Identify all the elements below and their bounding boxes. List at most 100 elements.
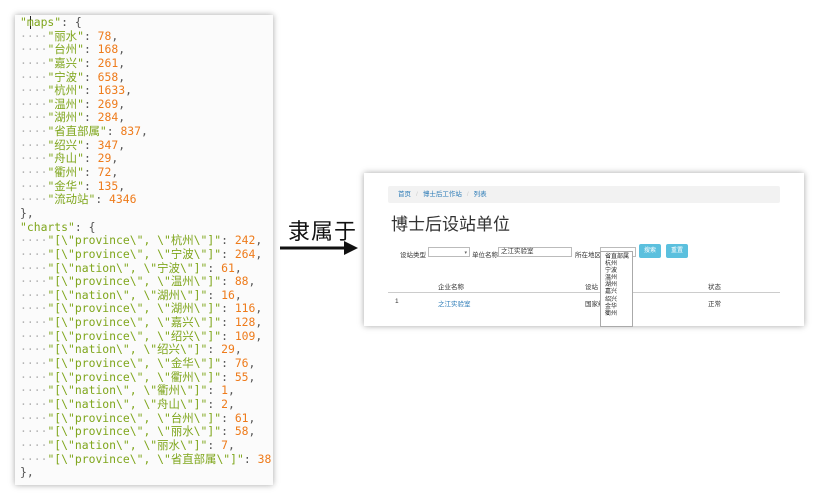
region-dropdown-list[interactable]: 省直部属 杭州 宁波 温州 湖州 嘉兴 绍兴 金华 衢州 [600,251,633,327]
reset-button[interactable]: 重置 [666,244,688,258]
breadcrumb-home[interactable]: 首页 [398,191,411,198]
json-number: 88 [234,274,249,289]
json-punctuation: , [118,110,126,125]
json-punctuation: : [207,383,222,398]
arrow-label: 隶属于 [288,220,358,245]
name-input[interactable]: 之江实验室 [498,247,572,257]
search-button[interactable]: 搜索 [639,244,661,258]
code-line: ····"[\"province\", \"省直部属\"]": 38 [20,451,273,467]
whitespace-marker: ···· [20,110,48,125]
dropdown-option[interactable]: 衢州 [605,310,618,317]
json-punctuation: : [83,96,98,111]
whitespace-marker: ···· [20,260,48,275]
whitespace-marker: ···· [20,69,48,84]
code-line: ····"宁波": 658, [20,69,273,85]
whitespace-marker: ···· [20,233,48,248]
json-key: "maps" [20,15,62,29]
whitespace-marker: ···· [20,437,48,452]
dropdown-option[interactable]: 湖州 [605,282,618,289]
json-number: 261 [97,55,119,70]
json-number: 1 [221,383,228,398]
json-number: 2 [221,396,228,411]
whitespace-marker: ···· [20,246,48,261]
breadcrumb-separator: / [416,191,418,198]
json-key: "绍兴" [47,137,84,152]
whitespace-marker: ···· [20,42,48,57]
json-key: "[\"province\", \"温州\"]" [47,274,222,289]
whitespace-marker: ···· [20,274,48,289]
json-punctuation: : [221,328,235,343]
json-key: "舟山" [47,151,84,166]
json-key: "[\"nation\", \"湖州\"]" [47,287,208,302]
whitespace-marker: ···· [20,410,48,425]
json-key: "[\"nation\", \"丽水\"]" [47,437,208,452]
dropdown-option[interactable]: 省直部属 [605,254,630,260]
dropdown-option[interactable]: 金华 [605,303,618,310]
column-header: 企业名称 [438,284,464,291]
whitespace-marker: ···· [20,28,48,43]
json-number: 658 [97,69,119,84]
dropdown-option[interactable]: 杭州 [605,261,618,268]
json-key: "台州" [47,42,84,57]
whitespace-marker: ···· [20,83,48,98]
json-key: "嘉兴" [47,55,84,70]
company-link[interactable]: 之江实验室 [438,301,471,308]
json-punctuation: , [255,246,263,261]
code-line: }, [20,205,273,221]
json-punctuation: }, [20,205,34,220]
code-line: }, [20,465,273,480]
page-title: 博士后设站单位 [391,215,510,234]
code-line: ····"嘉兴": 261, [20,55,273,71]
code-line: ····"[\"nation\", \"绍兴\"]": 29, [20,343,273,357]
json-punctuation: : [221,301,235,316]
dropdown-option[interactable]: 宁波 [605,268,618,275]
breadcrumb: 首页/博士后工作站/列表 [388,186,780,203]
json-key: "流动站" [47,192,96,207]
json-punctuation: : [221,315,235,330]
code-line: ····"[\"province\", \"衢州\"]": 55, [20,369,273,385]
whitespace-marker: ···· [20,124,48,139]
json-number: 7 [221,437,228,452]
json-punctuation: , [118,96,126,111]
json-punctuation: , [227,383,235,398]
whitespace-marker: ···· [20,55,48,70]
json-punctuation: : [243,451,258,466]
json-number: 61 [221,260,235,275]
json-punctuation: , [118,69,126,84]
browser-screenshot: 首页/博士后工作站/列表 博士后设站单位 设站类型 ▾ 单位名称 之江实验室 所… [364,173,804,327]
dropdown-option[interactable]: 绍兴 [605,296,618,303]
json-punctuation: , [111,165,119,180]
json-punctuation: , [118,42,126,57]
json-key: "[\"province\", \"省直部属\"]" [47,451,244,466]
json-number: 242 [234,233,256,248]
dropdown-option[interactable]: 嘉兴 [605,289,618,296]
dropdown-option[interactable]: 温州 [605,275,618,282]
breadcrumb-list[interactable]: 列表 [473,191,487,198]
json-punctuation: : [207,437,222,452]
column-header: 状态 [708,284,721,291]
json-key: "湖州" [47,110,84,125]
json-punctuation: : [221,424,235,439]
whitespace-marker: ···· [20,192,48,207]
json-punctuation: , [248,356,256,371]
code-line: ····"[\"province\", \"温州\"]": 88, [20,274,273,289]
json-key: "[\"nation\", \"绍兴\"]" [47,342,208,357]
code-line: ····"[\"province\", \"丽水\"]": 58, [20,424,273,439]
json-number: 72 [97,165,112,180]
json-punctuation: : [83,165,98,180]
json-number: 58 [234,424,249,439]
json-punctuation: , [234,287,242,302]
json-key: "[\"province\", \"嘉兴\"]" [47,315,222,330]
chevron-down-icon: ▾ [464,250,467,256]
json-punctuation: , [141,124,148,139]
json-punctuation: : [207,260,222,275]
type-select[interactable]: ▾ [428,247,470,257]
breadcrumb-workstation[interactable]: 博士后工作站 [422,191,462,198]
code-line: ····"[\"province\", \"绍兴\"]": 109, [20,328,273,344]
whitespace-marker: ···· [20,369,48,384]
station-category: 国家级 [585,301,605,308]
whitespace-marker: ···· [20,328,48,343]
code-line: ····"[\"province\", \"宁波\"]": 264, [20,246,273,262]
json-punctuation: : [207,342,222,357]
whitespace-marker: ···· [20,356,48,371]
